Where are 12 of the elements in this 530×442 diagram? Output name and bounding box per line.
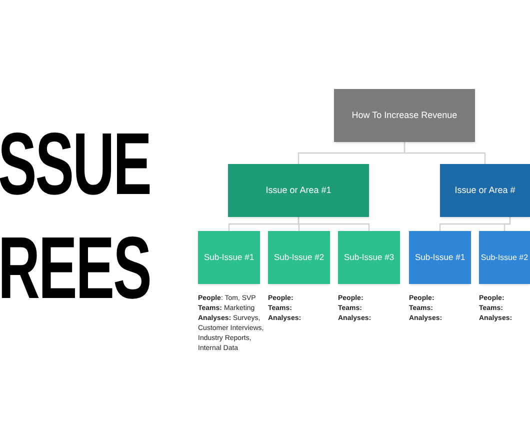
issue-box: Sub-Issue #1 [198,231,260,284]
issue-box: Sub-Issue #1 [409,231,471,284]
connector-line [504,217,511,231]
connector-line [404,142,486,164]
issue-box: Sub-Issue #3 [338,231,400,284]
issue-box: How To Increase Revenue [334,89,475,142]
issue-box: Issue or Area #1 [228,164,369,217]
issue-box: Sub-Issue #2 [268,231,330,284]
issue-box: Sub-Issue #2 [479,231,530,284]
heading-text: REES [0,224,150,312]
connector-line [298,217,370,231]
issue-box: Issue or Area # [440,164,530,217]
